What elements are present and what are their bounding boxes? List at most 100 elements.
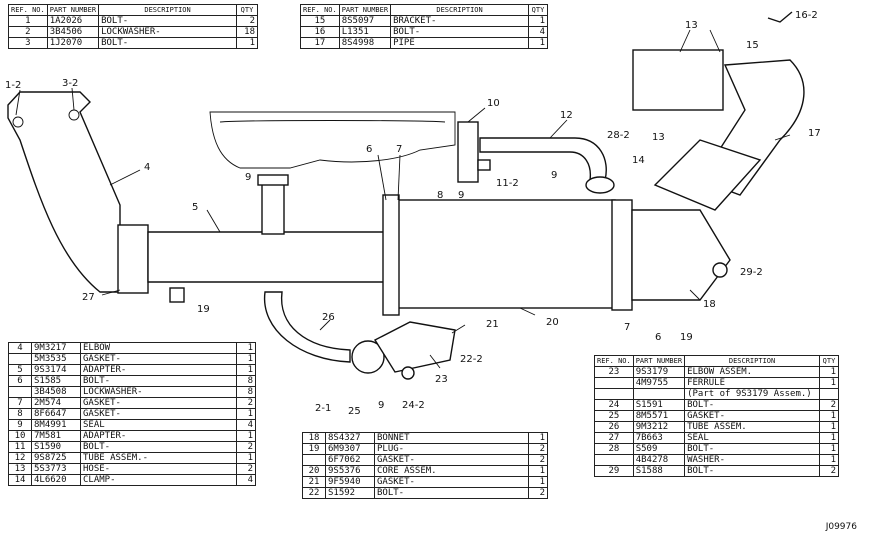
left-elbow [7, 91, 121, 293]
cell-ref: 20 [302, 465, 326, 477]
callout: 13 [685, 20, 698, 31]
cell-part: S1588 [632, 465, 686, 477]
cell-qty: 1 [236, 430, 256, 442]
cell-ref: 28 [594, 443, 634, 455]
cell-ref [594, 454, 634, 466]
cell-qty: 8 [236, 386, 256, 398]
cell-qty: 1 [236, 408, 256, 420]
cell-desc: BONNET [374, 432, 529, 444]
cell-qty: 8 [236, 375, 256, 387]
cell-part: 8M5571 [632, 410, 686, 422]
adapter-seal [257, 174, 289, 186]
cell-desc: ADAPTER- [80, 430, 237, 442]
callout-labels: 1-2 3-2 4 5 6 7 8 9 9 9 9 10 11-2 12 13 … [5, 10, 821, 417]
callout: 26 [322, 312, 335, 323]
callout: 6 [366, 144, 372, 155]
cell-qty: 1 [819, 443, 839, 455]
cell-qty: 4 [236, 419, 256, 431]
cell-desc: ELBOW [80, 342, 237, 354]
cell-qty: 1 [236, 452, 256, 464]
upper-hose [632, 49, 724, 111]
cell-part: 4B4278 [632, 454, 686, 466]
callout: 1-2 [5, 80, 21, 91]
cell-qty: 1 [528, 465, 548, 477]
tube-seal [585, 176, 615, 194]
cell-desc: GASKET- [80, 408, 237, 420]
cell-part: 4L6620 [31, 474, 81, 486]
cell-desc: GASKET- [684, 410, 820, 422]
cell-qty: 1 [819, 454, 839, 466]
cell-ref: 12 [8, 452, 32, 464]
bolt-hole-left [12, 116, 24, 128]
cell-qty: 2 [819, 465, 839, 477]
cell-qty [819, 388, 839, 400]
cell-part: 9M3217 [31, 342, 81, 354]
callout: 19 [197, 304, 210, 315]
cell-desc: ELBOW ASSEM. [684, 366, 820, 378]
callout: 3-2 [62, 78, 78, 89]
cell-qty: 1 [819, 377, 839, 389]
table-row: (Part of 9S3179 Assem.) [594, 388, 839, 400]
callout: 19 [680, 332, 693, 343]
cell-part: S1592 [325, 487, 375, 499]
cell-qty: 1 [819, 410, 839, 422]
cell-part: 5M3535 [31, 353, 81, 365]
cell-qty: 1 [236, 364, 256, 376]
cell-ref [594, 377, 634, 389]
cell-ref: 23 [594, 366, 634, 378]
cell-ref: 26 [594, 421, 634, 433]
cell-part: 9S3179 [632, 366, 686, 378]
cell-qty: 2 [528, 487, 548, 499]
header-qty: QTY [528, 4, 548, 16]
callout: 11-2 [496, 178, 519, 189]
top-tube [479, 137, 607, 181]
cell-ref: 22 [302, 487, 326, 499]
cell-ref: 5 [8, 364, 32, 376]
cell-ref: 29 [594, 465, 634, 477]
cell-desc: TUBE ASSEM. [684, 421, 820, 433]
cell-part: 4M9755 [632, 377, 686, 389]
reference-id: J09976 [825, 522, 857, 532]
elbow-flange [117, 224, 149, 294]
vertical-adapter [261, 179, 285, 235]
cell-ref [8, 386, 32, 398]
cell-ref: 25 [594, 410, 634, 422]
cell-ref: 8 [8, 408, 32, 420]
cell-desc: LOCKWASHER- [80, 386, 237, 398]
cell-ref [302, 454, 326, 466]
callout: 9 [551, 170, 557, 181]
cell-part: S1585 [31, 375, 81, 387]
bracket [767, 11, 793, 23]
callout: 2-1 [315, 403, 331, 414]
cell-qty: 2 [236, 397, 256, 409]
lower-tube [263, 291, 351, 363]
callout: 18 [703, 299, 716, 310]
callout: 23 [435, 374, 448, 385]
left-gasket-flange [382, 194, 400, 316]
cell-ref: 7 [8, 397, 32, 409]
core-assembly [384, 199, 616, 309]
cell-desc: GASKET- [374, 454, 529, 466]
header-qty: QTY [236, 4, 258, 16]
